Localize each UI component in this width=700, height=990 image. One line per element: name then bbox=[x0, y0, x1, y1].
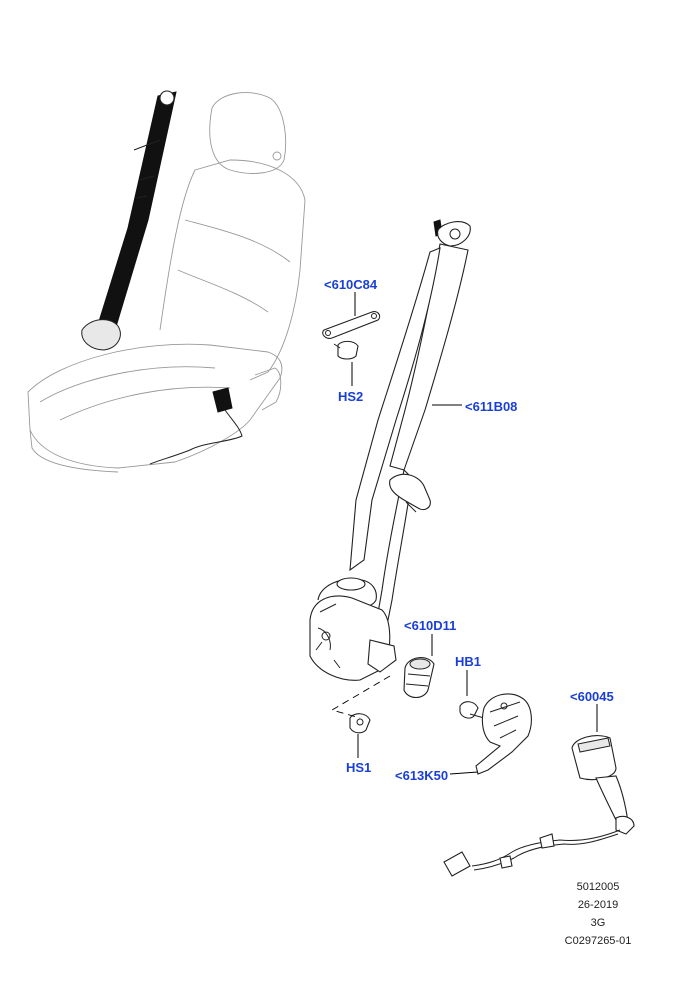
seat-belt-webbing-assembly bbox=[309, 219, 471, 681]
reference-line-4: C0297265-01 bbox=[565, 935, 632, 947]
buckle-60045-group bbox=[443, 735, 635, 877]
bolt-HS1-group bbox=[349, 713, 371, 734]
reference-line-1: 5012005 bbox=[577, 881, 620, 893]
callout-613K50: <613K50 bbox=[395, 768, 448, 783]
callout-60045: <60045 bbox=[570, 689, 614, 704]
callout-labels: <610C84 HS2 <611B08 <610D11 HB1 <60045 H… bbox=[324, 277, 614, 783]
callout-611B08: <611B08 bbox=[465, 399, 517, 414]
callout-610D11: <610D11 bbox=[404, 618, 456, 633]
bracket-610C84-group bbox=[322, 311, 381, 360]
callout-HS1: HS1 bbox=[346, 760, 371, 775]
seat-overview-illustration bbox=[27, 90, 306, 473]
callout-HS2: HS2 bbox=[338, 389, 363, 404]
anchor-613K50-group bbox=[459, 693, 532, 775]
sensor-610D11-group bbox=[403, 657, 435, 699]
callout-610C84: <610C84 bbox=[324, 277, 378, 292]
reference-line-2: 26-2019 bbox=[578, 899, 618, 911]
reference-block: 5012005 26-2019 3G C0297265-01 bbox=[565, 881, 632, 947]
leader-lines bbox=[330, 292, 598, 775]
callout-HB1: HB1 bbox=[455, 654, 481, 669]
reference-line-3: 3G bbox=[591, 917, 606, 929]
